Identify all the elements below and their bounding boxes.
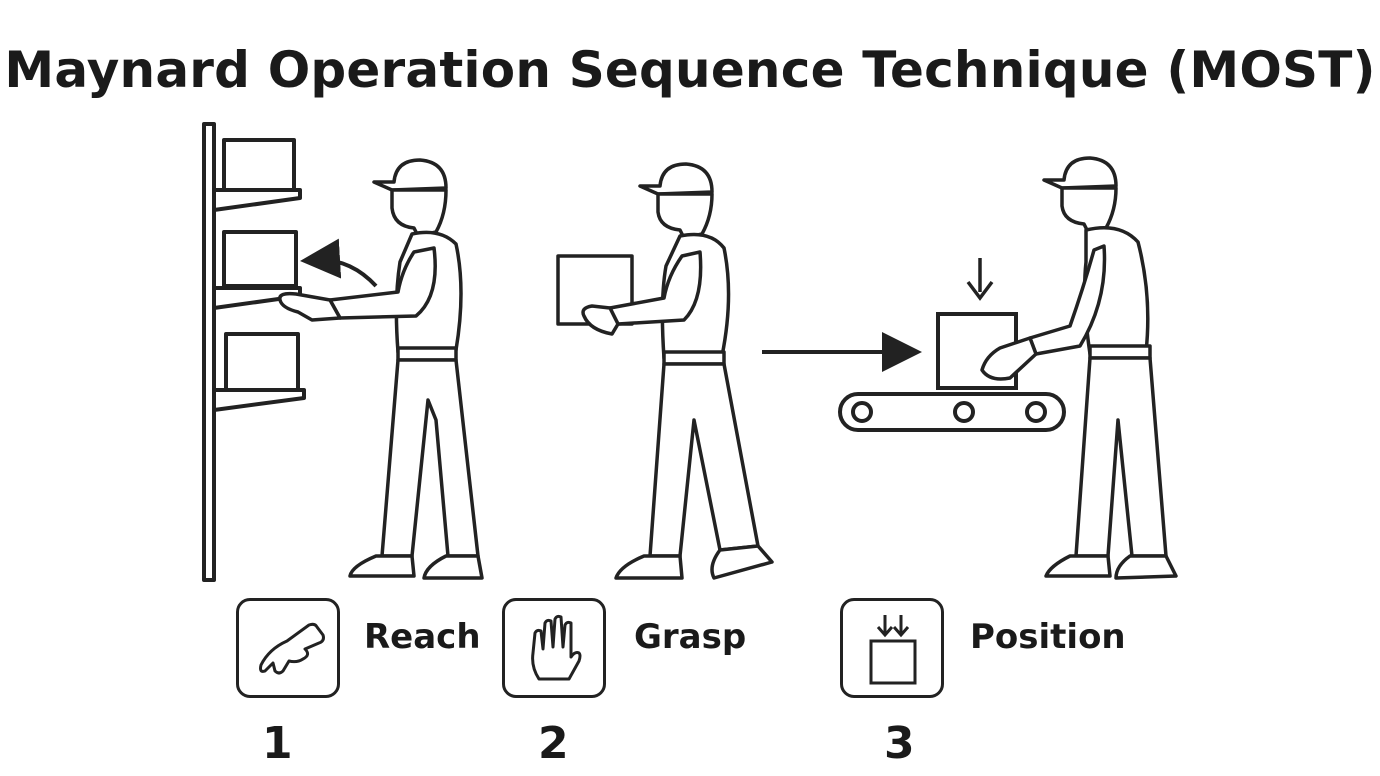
reach-step-icon-box [236,598,340,698]
position-step-icon-box [840,598,944,698]
position-down-icon [869,615,917,685]
position-step-number: 3 [884,718,915,769]
reaching-hand-icon [259,622,325,675]
position-step-label: Position [970,617,1126,657]
reach-step-label: Reach [364,617,481,657]
diagram-title: Maynard Operation Sequence Technique (MO… [4,41,1376,99]
grasp-step-icon-box [502,598,606,698]
worker-carrying [556,162,774,580]
reach-step-number: 1 [262,718,293,769]
grasp-step-label: Grasp [634,617,747,657]
worker-reaching [278,158,484,580]
conveyor-belt [838,392,1066,432]
reach-arrow [300,238,378,288]
worker-positioning [980,156,1178,580]
open-hand-icon [531,614,582,681]
shelf-unit [202,122,306,582]
grasp-step-number: 2 [538,718,569,769]
down-arrow-head [966,280,994,301]
